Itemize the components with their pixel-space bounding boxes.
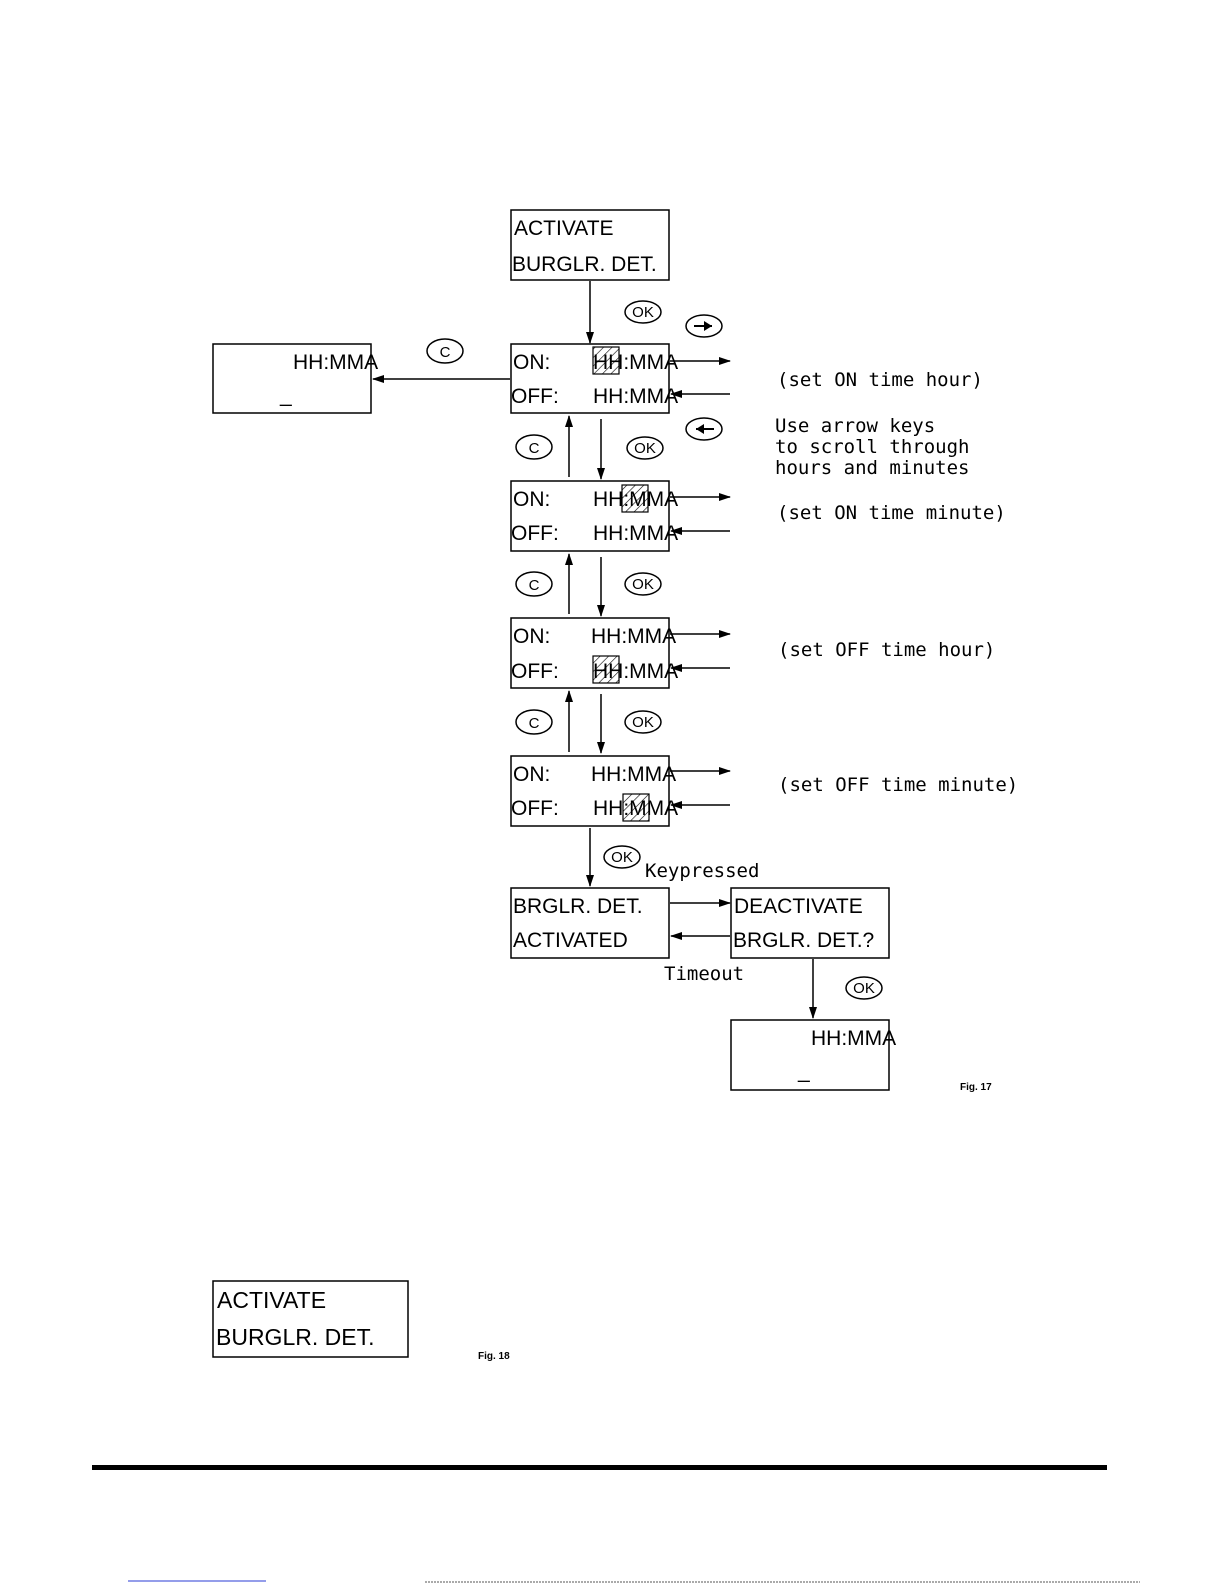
svg-text:OK: OK	[632, 576, 654, 593]
c-key-icon: C	[515, 434, 553, 460]
figure-label: Fig. 18	[478, 1351, 510, 1362]
c-key-icon: C	[515, 709, 553, 735]
svg-text:_: _	[797, 1060, 810, 1083]
screen-set-on-hour: ON: HH:MMA OFF: HH:MMA	[510, 343, 678, 414]
ok-key-icon: OK	[603, 845, 641, 869]
svg-text:HH:MMA: HH:MMA	[593, 660, 678, 683]
svg-text:ON:: ON:	[513, 625, 550, 648]
svg-text:HH:MMA: HH:MMA	[593, 488, 678, 511]
note-set-off-minute: (set OFF time minute)	[778, 774, 1018, 796]
c-key-icon: C	[515, 571, 553, 597]
svg-text:C: C	[529, 715, 540, 732]
svg-text:HH:MMA: HH:MMA	[591, 625, 676, 648]
svg-text:C: C	[440, 344, 451, 361]
screen-set-off-hour: ON: HH:MMA OFF: HH:MMA	[510, 617, 678, 689]
svg-text:C: C	[529, 577, 540, 594]
note-arrow-keys: hours and minutes	[775, 457, 969, 479]
screen-deactivate: DEACTIVATE BRGLR. DET.?	[730, 887, 890, 959]
screen-activate: ACTIVATE BURGLR. DET.	[510, 209, 670, 281]
note-keypressed: Keypressed	[645, 860, 759, 882]
svg-text:HH:MMA: HH:MMA	[593, 522, 678, 545]
ok-key-icon: OK	[624, 300, 662, 324]
screen-line: BURGLR. DET.	[512, 253, 657, 276]
svg-text:BURGLR. DET.: BURGLR. DET.	[216, 1324, 374, 1350]
svg-text:HH:MMA: HH:MMA	[593, 385, 678, 408]
screen-set-off-minute: ON: HH:MMA OFF: HH:MMA	[510, 755, 678, 827]
svg-text:OFF:: OFF:	[511, 797, 559, 820]
footer-rule	[92, 1465, 1107, 1470]
svg-text:C: C	[529, 440, 540, 457]
ok-key-icon: OK	[624, 710, 662, 734]
screen-fig18-activate: ACTIVATE BURGLR. DET.	[212, 1280, 409, 1358]
screen-time-bottom: HH:MMA _	[730, 1019, 896, 1091]
svg-text:HH:MMA: HH:MMA	[593, 797, 678, 820]
svg-text:ACTIVATE: ACTIVATE	[217, 1287, 326, 1313]
svg-text:OK: OK	[853, 980, 875, 997]
svg-text:OK: OK	[632, 714, 654, 731]
svg-text:ON:: ON:	[513, 763, 550, 786]
svg-text:OK: OK	[634, 440, 656, 457]
svg-text:OFF:: OFF:	[511, 385, 559, 408]
ok-key-icon: OK	[626, 436, 664, 460]
screen-time-left: HH:MMA _	[212, 343, 378, 414]
svg-text:HH:MMA: HH:MMA	[591, 763, 676, 786]
ok-key-icon: OK	[624, 572, 662, 596]
c-key-icon: C	[426, 338, 464, 364]
svg-text:OFF:: OFF:	[511, 660, 559, 683]
screen-line: HH:MMA	[293, 351, 378, 374]
note-arrow-keys: Use arrow keys	[775, 415, 935, 437]
svg-text:ACTIVATED: ACTIVATED	[513, 929, 628, 952]
ok-key-icon: OK	[845, 976, 883, 1000]
svg-text:DEACTIVATE: DEACTIVATE	[734, 895, 863, 918]
svg-text:ON:: ON:	[513, 488, 550, 511]
svg-text:BRGLR. DET.: BRGLR. DET.	[513, 895, 643, 918]
left-arrow-key-icon	[685, 417, 723, 441]
note-set-off-hour: (set OFF time hour)	[778, 639, 995, 661]
screen-line: ACTIVATE	[514, 217, 614, 240]
svg-text:BRGLR. DET.?: BRGLR. DET.?	[733, 929, 874, 952]
svg-text:OK: OK	[632, 304, 654, 321]
svg-text:OK: OK	[611, 849, 633, 866]
svg-text:OFF:: OFF:	[511, 522, 559, 545]
right-arrow-key-icon	[685, 314, 723, 338]
screen-activated: BRGLR. DET. ACTIVATED	[510, 887, 670, 959]
note-set-on-hour: (set ON time hour)	[777, 369, 983, 391]
svg-text:HH:MMA: HH:MMA	[811, 1027, 896, 1050]
figure-label: Fig. 17	[960, 1082, 992, 1093]
screen-set-on-minute: ON: HH:MMA OFF: HH:MMA	[510, 480, 678, 552]
screen-cursor: _	[279, 384, 292, 407]
note-set-on-minute: (set ON time minute)	[777, 502, 1006, 524]
note-arrow-keys: to scroll through	[775, 436, 969, 458]
svg-text:HH:MMA: HH:MMA	[593, 351, 678, 374]
note-timeout: Timeout	[664, 963, 744, 985]
svg-text:ON:: ON:	[513, 351, 550, 374]
